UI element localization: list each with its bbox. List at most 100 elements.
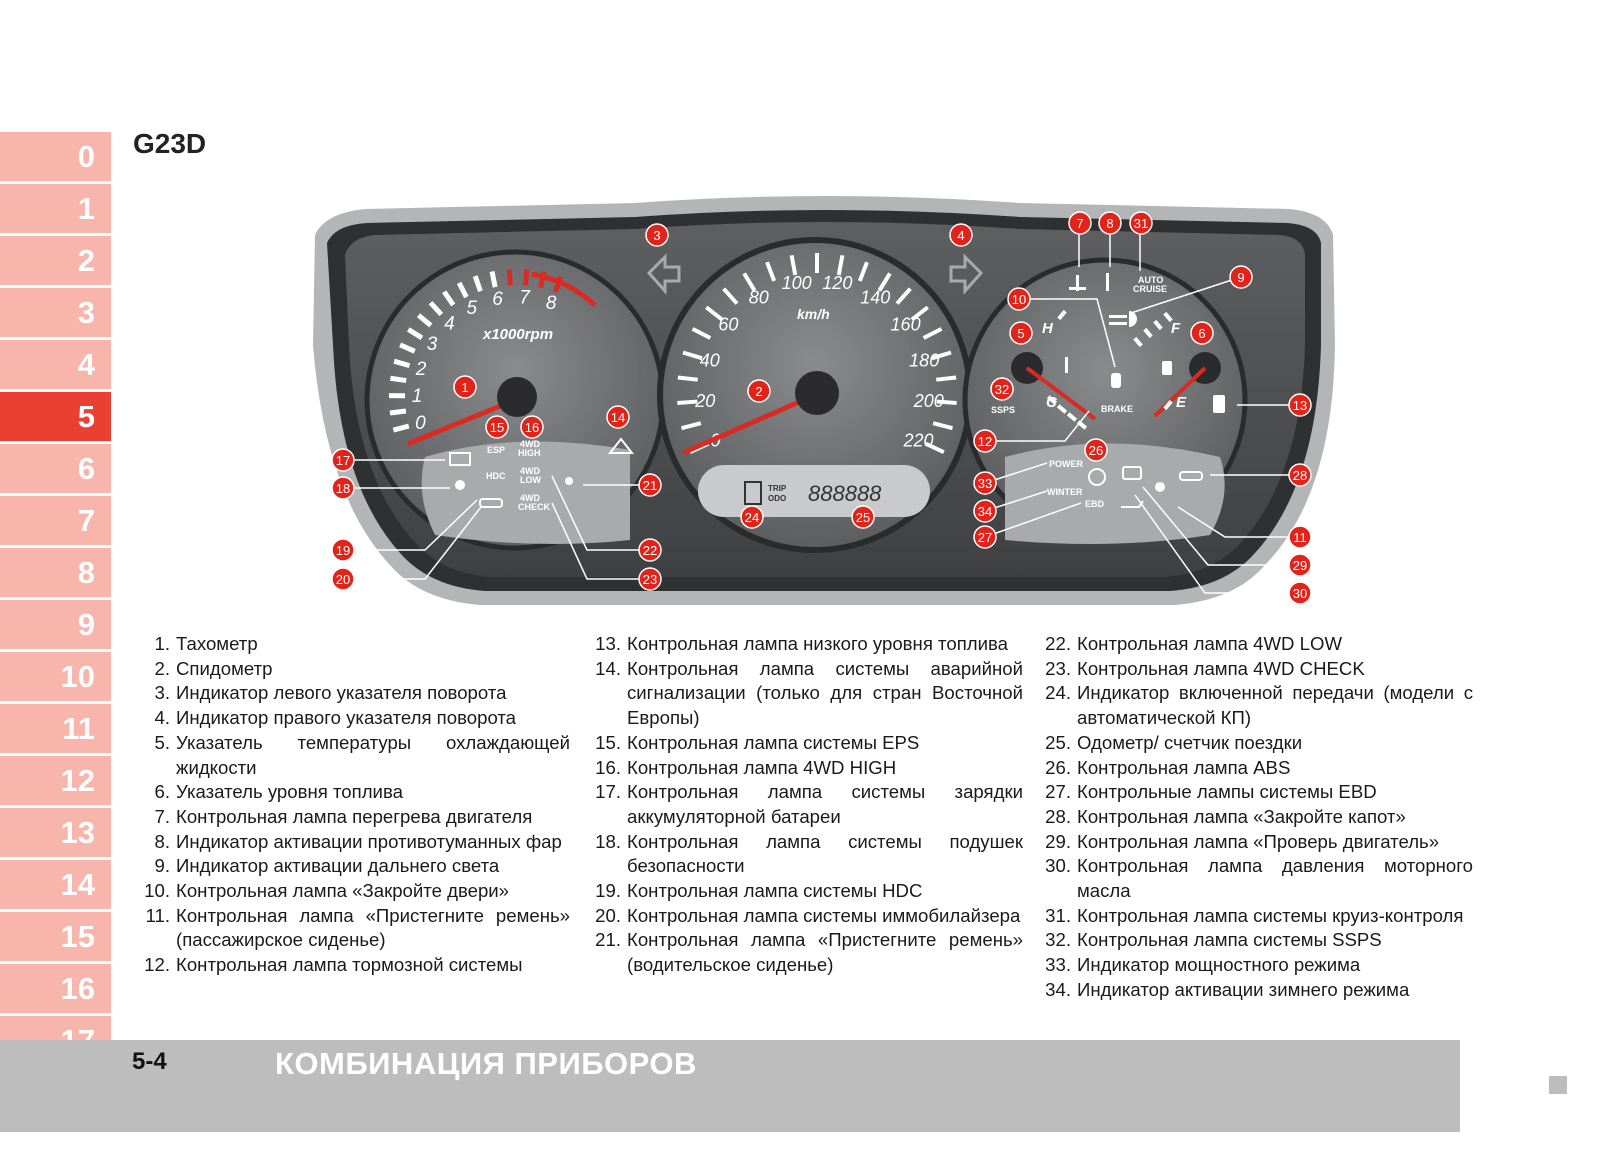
callout-4: 4	[949, 223, 973, 247]
gauge-tick	[936, 399, 957, 405]
right-dial-icons	[1065, 273, 1225, 413]
odo-label: ODO	[768, 494, 786, 503]
gear-indicator-digit	[744, 481, 762, 505]
chapter-tab-label: 7	[77, 503, 95, 538]
legend-item: 19.Контрольная лампа системы HDC	[587, 879, 1023, 904]
legend-item-number: 4.	[154, 707, 170, 729]
legend-item: 3.Индикатор левого указателя поворота	[138, 681, 570, 706]
callout-6: 6	[1190, 321, 1214, 345]
legend-item-text: Индикатор включенной передачи (модели с …	[1077, 682, 1473, 729]
hdc-label: HDC	[486, 471, 506, 481]
legend-item-text: Контрольная лампа «Проверь двигатель»	[1077, 830, 1440, 852]
fuel-full-label: F	[1171, 320, 1181, 337]
legend-item: 2.Спидометр	[138, 657, 570, 682]
legend-item-number: 17.	[595, 781, 621, 803]
legend-item: 22.Контрольная лампа 4WD LOW	[1037, 632, 1473, 657]
chapter-tab-14[interactable]: 14	[0, 860, 111, 909]
callout-16: 16	[520, 415, 544, 439]
legend-item: 9.Индикатор активации дальнего света	[138, 854, 570, 879]
gauge-tick	[456, 281, 469, 299]
callout-number: 26	[1089, 443, 1103, 458]
legend-item-number: 6.	[154, 781, 170, 803]
chapter-tab-7[interactable]: 7	[0, 496, 111, 545]
callout-number: 14	[611, 410, 625, 425]
chapter-tab-6[interactable]: 6	[0, 444, 111, 493]
temp-hot-label: H	[1042, 320, 1054, 337]
chapter-tab-5[interactable]: 5	[0, 392, 111, 441]
callout-3: 3	[645, 223, 669, 247]
gauge-tick	[836, 254, 845, 276]
callout-10: 10	[1007, 287, 1031, 311]
callout-number: 33	[978, 476, 992, 491]
chapter-tab-label: 1	[77, 191, 95, 226]
hood-open-icon	[1179, 471, 1203, 481]
chapter-tab-9[interactable]: 9	[0, 600, 111, 649]
model-title: G23D	[133, 128, 207, 159]
right-turn-arrow-icon	[949, 253, 984, 295]
legend-item: 27.Контрольные лампы системы EBD	[1037, 780, 1473, 805]
chapter-tab-11[interactable]: 11	[0, 704, 111, 753]
seatbelt-passenger-icon	[1155, 482, 1165, 492]
chapter-tab-1[interactable]: 1	[0, 184, 111, 233]
callout-27: 27	[973, 525, 997, 549]
gauge-label: 20	[694, 391, 715, 411]
callout-number: 20	[336, 572, 350, 587]
chapter-tab-label: 4	[77, 347, 95, 382]
callout-number: 28	[1293, 468, 1307, 483]
chapter-tab-3[interactable]: 3	[0, 288, 111, 337]
speedometer-labels: 020406080100120140160180200220	[694, 273, 943, 450]
callout-30: 30	[1288, 581, 1312, 605]
gauge-label: 7	[519, 287, 531, 308]
legend-item-text: Одометр/ счетчик поездки	[1077, 731, 1303, 753]
fuel-pump-icon	[1213, 395, 1225, 413]
legend-item: 18.Контрольная лампа системы подушек без…	[587, 830, 1023, 879]
chapter-tab-12[interactable]: 12	[0, 756, 111, 805]
gauge-tick	[677, 375, 698, 382]
check-engine-icon	[1122, 466, 1142, 480]
legend-item-number: 13.	[595, 633, 621, 654]
chapter-tab-2[interactable]: 2	[0, 236, 111, 285]
chapter-tab-8[interactable]: 8	[0, 548, 111, 597]
legend-item: 33.Индикатор мощностного режима	[1037, 953, 1473, 978]
gauge-label: 120	[822, 273, 852, 293]
chapter-tab-10[interactable]: 10	[0, 652, 111, 701]
legend-item-number: 8.	[154, 830, 170, 852]
legend-item-text: Контрольная лампа «Закройте капот»	[1077, 805, 1406, 827]
callout-11: 11	[1288, 525, 1312, 549]
legend-item: 5.Указатель температуры охлаждающей жидк…	[138, 731, 570, 780]
gauge-label: 8	[546, 293, 557, 314]
legend-item-number: 9.	[154, 855, 170, 877]
callout-number: 15	[490, 420, 504, 435]
gauge-tick	[682, 350, 703, 361]
temp-gauge-thermo-icon	[1065, 357, 1068, 373]
gauge-tick	[392, 423, 410, 433]
callout-22: 22	[638, 538, 662, 562]
legend-item-text: Индикатор правого указателя поворота	[176, 707, 517, 729]
legend-item-text: Контрольная лампа системы зарядки аккуму…	[627, 781, 1023, 827]
legend-item-text: Контрольная лампа «Пристегните ремень» (…	[176, 904, 570, 951]
callout-number: 5	[1017, 326, 1024, 341]
gauge-label: 140	[860, 287, 890, 307]
legend-item-number: 1.	[154, 633, 170, 654]
callout-number: 29	[1293, 558, 1307, 573]
chapter-tab-4[interactable]: 4	[0, 340, 111, 389]
legend-item: 12.Контрольная лампа тормозной системы	[138, 953, 570, 978]
legend-item-text: Указатель уровня топлива	[176, 781, 403, 803]
legend-item: 24.Индикатор включенной передачи (модели…	[1037, 681, 1473, 730]
fuel-needle	[1153, 366, 1207, 418]
callout-2: 2	[747, 379, 771, 403]
chapter-tab-16[interactable]: 16	[0, 964, 111, 1013]
legend-item-number: 21.	[595, 929, 621, 951]
callout-number: 10	[1012, 292, 1026, 307]
legend-item-text: Контрольная лампа 4WD LOW	[1077, 633, 1342, 654]
legend-item-number: 29.	[1045, 830, 1071, 852]
legend-item-text: Контрольная лампа перегрева двигателя	[176, 805, 533, 827]
chapter-tab-13[interactable]: 13	[0, 808, 111, 857]
gauge-label: 160	[891, 314, 921, 334]
chapter-tab-15[interactable]: 15	[0, 912, 111, 961]
legend-item-text: Контрольная лампа низкого уровня топлива	[627, 633, 1009, 654]
chapter-tab-0[interactable]: 0	[0, 132, 111, 181]
door-open-icon	[1111, 373, 1121, 388]
